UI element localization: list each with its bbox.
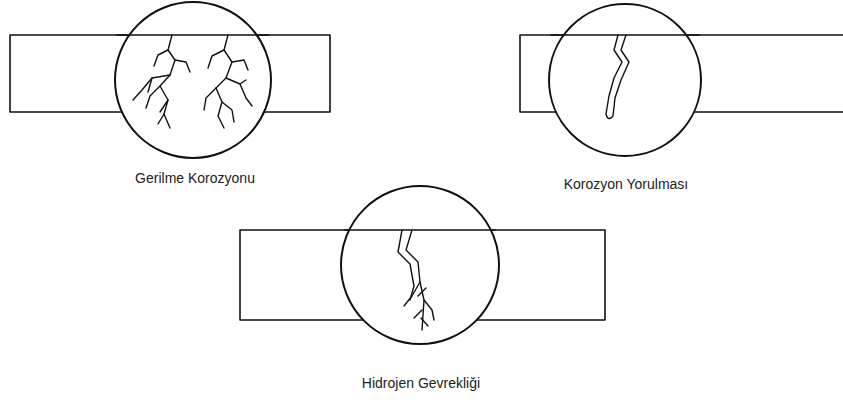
magnifier-circle <box>549 4 701 156</box>
caption-label: Korozyon Yorulması <box>564 176 689 192</box>
magnifier-circle <box>115 2 271 158</box>
branched-cracks <box>133 35 252 128</box>
hydrogen-crack <box>398 230 434 330</box>
caption-label: Hidrojen Gevrekliği <box>362 375 480 391</box>
caption-label: Gerilme Korozyonu <box>135 170 255 186</box>
fatigue-crack <box>606 35 629 119</box>
magnifier-circle <box>341 186 499 344</box>
